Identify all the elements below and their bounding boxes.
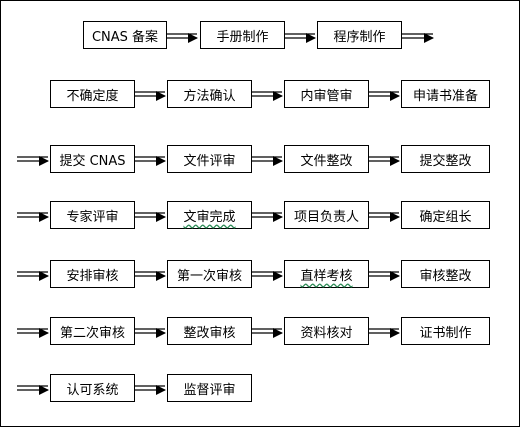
arrow-r6-3 bbox=[368, 328, 400, 338]
step-first-audit: 第一次审核 bbox=[167, 260, 252, 288]
arrow-r4-2 bbox=[251, 212, 283, 222]
arrow-r6-in bbox=[17, 328, 49, 338]
arrow-manual-to-procedure bbox=[284, 33, 316, 43]
arrow-r7-1 bbox=[134, 385, 166, 395]
step-submit-cnas: 提交 CNAS bbox=[50, 145, 135, 173]
step-document-review-complete: 文审完成 bbox=[167, 201, 252, 229]
step-project-leader: 项目负责人 bbox=[284, 201, 369, 229]
step-application-preparation: 申请书准备 bbox=[401, 80, 490, 108]
arrow-r5-in bbox=[17, 271, 49, 281]
step-uncertainty: 不确定度 bbox=[50, 80, 135, 108]
arrow-r3-1 bbox=[134, 156, 166, 166]
step-manual-preparation: 手册制作 bbox=[200, 21, 285, 49]
step-document-review: 文件评审 bbox=[167, 145, 252, 173]
step-sample-assessment: 直样考核 bbox=[284, 260, 369, 288]
arrow-r5-1 bbox=[134, 271, 166, 281]
step-surveillance-review: 监督评审 bbox=[167, 374, 252, 402]
step-method-validation: 方法确认 bbox=[167, 80, 252, 108]
step-submit-rectification: 提交整改 bbox=[401, 145, 490, 173]
arrow-r4-1 bbox=[134, 212, 166, 222]
arrow-procedure-out bbox=[401, 33, 434, 43]
arrow-r5-2 bbox=[251, 271, 283, 281]
step-certificate-production: 证书制作 bbox=[401, 317, 490, 345]
arrow-r3-3 bbox=[368, 156, 400, 166]
step-second-audit: 第二次审核 bbox=[50, 317, 135, 345]
arrow-r6-2 bbox=[251, 328, 283, 338]
arrow-r3-2 bbox=[251, 156, 283, 166]
arrow-r3-in bbox=[17, 156, 49, 166]
arrow-r2-2 bbox=[251, 91, 283, 101]
step-expert-review: 专家评审 bbox=[50, 201, 135, 229]
step-document-check: 资料核对 bbox=[284, 317, 369, 345]
step-rectification-audit: 整改审核 bbox=[167, 317, 252, 345]
arrow-r5-3 bbox=[368, 271, 400, 281]
step-internal-audit-review: 内审管审 bbox=[284, 80, 369, 108]
step-document-review-complete-label: 文审完成 bbox=[183, 209, 236, 225]
arrow-r7-in bbox=[17, 385, 49, 395]
arrow-r4-3 bbox=[368, 212, 400, 222]
step-document-rectification: 文件整改 bbox=[284, 145, 369, 173]
arrow-r2-1 bbox=[134, 91, 166, 101]
step-sample-assessment-label: 直样考核 bbox=[300, 268, 353, 284]
step-audit-rectification: 审核整改 bbox=[401, 260, 490, 288]
step-cnas-filing: CNAS 备案 bbox=[83, 21, 167, 49]
arrow-r2-3 bbox=[368, 91, 400, 101]
step-accreditation-system: 认可系统 bbox=[50, 374, 135, 402]
step-confirm-team-leader: 确定组长 bbox=[401, 201, 490, 229]
arrow-cnas-to-manual bbox=[166, 33, 198, 43]
arrow-r4-in bbox=[17, 212, 49, 222]
step-arrange-audit: 安排审核 bbox=[50, 260, 135, 288]
step-procedure-preparation: 程序制作 bbox=[317, 21, 402, 49]
arrow-r6-1 bbox=[134, 328, 166, 338]
